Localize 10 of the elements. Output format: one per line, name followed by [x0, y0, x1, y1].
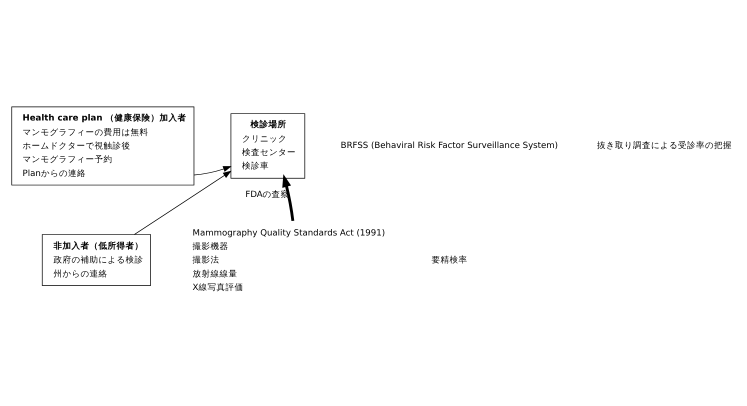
node-box: 非加入者（低所得者） 政府の補助による検診 州からの連絡	[42, 234, 151, 286]
node-box: 検診場所 クリニック 検査センター 検診車	[230, 113, 306, 179]
node-text: Mammography Quality Standards Act (1991) 撮影機器 撮影法 放射線線量 X線写真評価	[192, 228, 386, 293]
label: 抜き取り調査による受診率の把握	[597, 141, 732, 152]
arrow	[134, 170, 232, 235]
node-box: Health care plan （健康保険）加入者 マンモグラフィーの費用は無料 ホームドクターで視触診後 マンモグラフィー予約 Planからの連絡	[11, 106, 194, 186]
arrow	[194, 166, 232, 176]
label: BRFSS (Behaviral Risk Factor Surveillance System)	[340, 141, 558, 152]
arrow	[282, 174, 294, 222]
label: 要精検率	[431, 255, 468, 266]
